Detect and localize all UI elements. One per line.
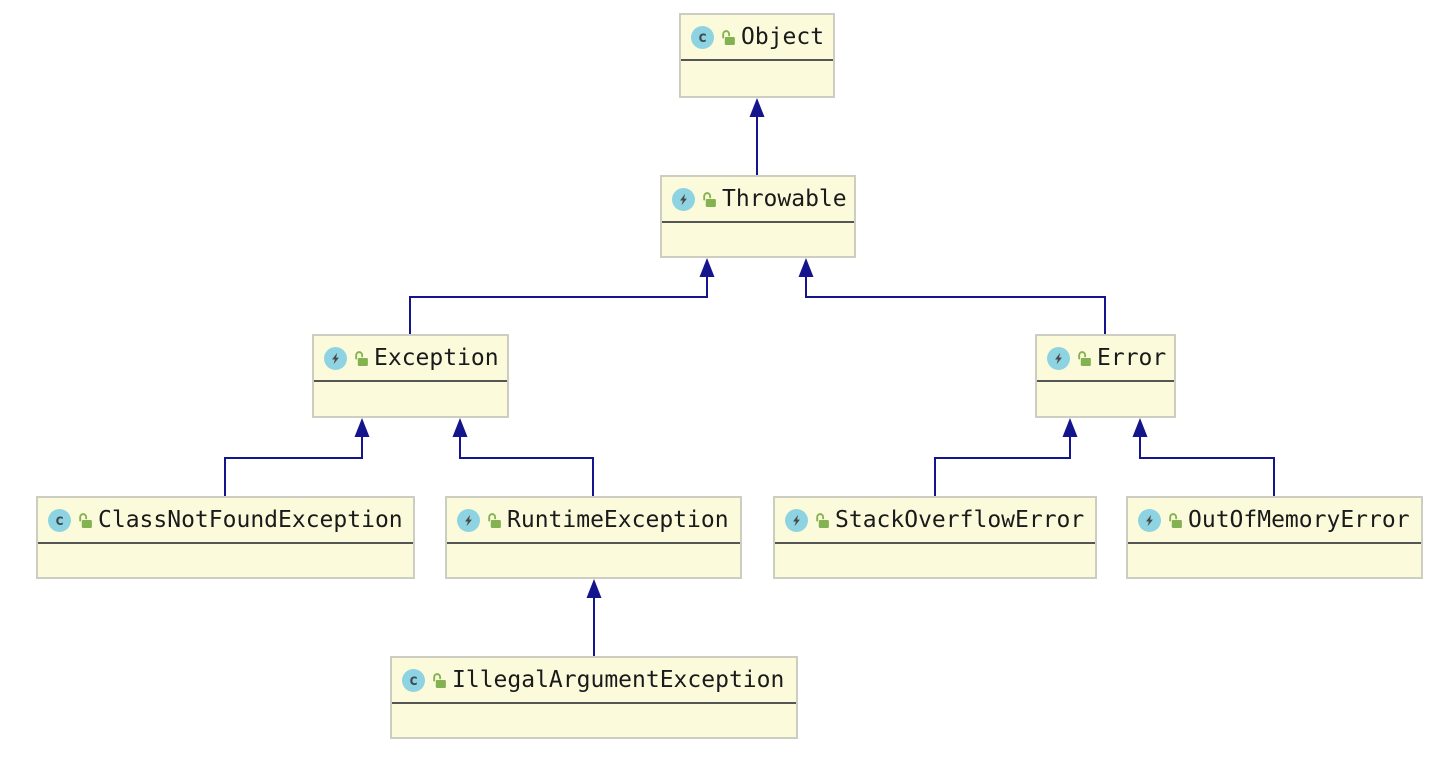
class-icon: c <box>691 25 714 49</box>
open-lock-icon <box>720 28 737 47</box>
class-node-throwable[interactable]: Throwable <box>660 175 856 258</box>
exception-icon <box>672 187 695 211</box>
exception-icon <box>1138 508 1161 532</box>
open-lock-icon <box>1167 511 1184 530</box>
class-name-label: StackOverflowError <box>835 507 1085 533</box>
class-node-error[interactable]: Error <box>1035 334 1176 418</box>
node-title: Exception <box>314 336 507 382</box>
open-lock-icon <box>814 511 831 530</box>
open-lock-icon <box>1076 349 1093 368</box>
members-compartment <box>392 704 796 737</box>
exception-icon <box>324 346 347 370</box>
node-title: Error <box>1037 336 1174 382</box>
edge-outofmemoryerror-extends-error <box>1132 418 1275 496</box>
class-name-label: Exception <box>374 345 499 371</box>
node-title: RuntimeException <box>447 498 740 544</box>
open-lock-icon <box>701 190 718 209</box>
class-icon: c <box>402 668 425 692</box>
edge-error-extends-throwable <box>798 258 1106 334</box>
class-name-label: ClassNotFoundException <box>98 507 403 533</box>
class-name-label: Throwable <box>722 186 847 212</box>
class-node-object[interactable]: c Object <box>679 13 835 98</box>
class-node-exception[interactable]: Exception <box>312 334 509 418</box>
exception-icon <box>1047 346 1070 370</box>
node-title: StackOverflowError <box>775 498 1095 544</box>
exception-icon <box>785 508 808 532</box>
node-title: c IllegalArgumentException <box>392 658 796 704</box>
edge-stackoverflowerror-extends-error <box>934 418 1078 496</box>
class-node-runtimeexception[interactable]: RuntimeException <box>445 496 742 579</box>
class-name-label: RuntimeException <box>507 507 729 533</box>
members-compartment <box>662 223 854 256</box>
members-compartment <box>681 61 833 96</box>
class-node-illegalargumentexception[interactable]: c IllegalArgumentException <box>390 656 798 739</box>
node-title: c ClassNotFoundException <box>38 498 413 544</box>
class-icon: c <box>48 508 71 532</box>
members-compartment <box>1128 544 1421 577</box>
node-title: Throwable <box>662 177 854 223</box>
open-lock-icon <box>77 511 94 530</box>
open-lock-icon <box>486 511 503 530</box>
class-node-classnotfoundexception[interactable]: c ClassNotFoundException <box>36 496 415 579</box>
class-node-stackoverflowerror[interactable]: StackOverflowError <box>773 496 1097 579</box>
node-title: OutOfMemoryError <box>1128 498 1421 544</box>
class-name-label: Error <box>1097 345 1167 371</box>
node-title: c Object <box>681 15 833 61</box>
members-compartment <box>38 544 413 577</box>
open-lock-icon <box>353 349 370 368</box>
members-compartment <box>447 544 740 577</box>
open-lock-icon <box>431 671 448 690</box>
members-compartment <box>775 544 1095 577</box>
members-compartment <box>1037 382 1174 416</box>
class-name-label: Object <box>741 24 825 50</box>
edge-runtimeexception-extends-exception <box>452 418 594 496</box>
class-name-label: OutOfMemoryError <box>1188 507 1410 533</box>
class-node-outofmemoryerror[interactable]: OutOfMemoryError <box>1126 496 1423 579</box>
class-name-label: IllegalArgumentException <box>452 667 785 693</box>
edge-classnotfoundexception-extends-exception <box>224 418 370 496</box>
exception-icon <box>457 508 480 532</box>
members-compartment <box>314 382 507 416</box>
edge-exception-extends-throwable <box>409 258 715 334</box>
